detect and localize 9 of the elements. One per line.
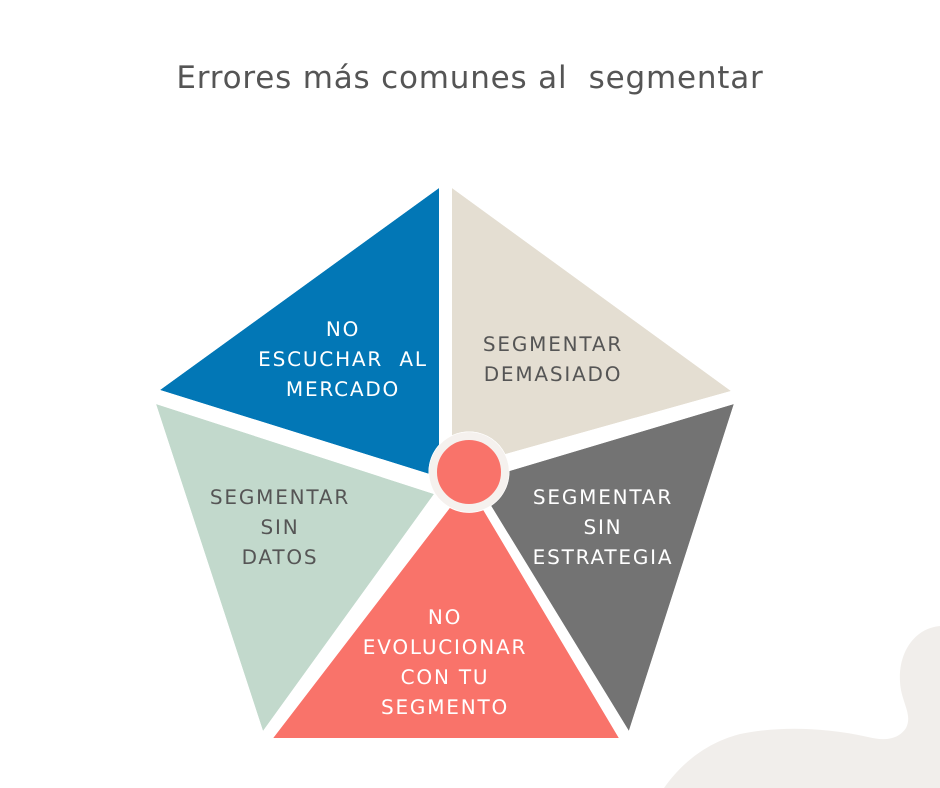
- segment-label: NO ESCUCHAR AL MERCADO: [258, 316, 428, 403]
- center-circle: [429, 432, 509, 512]
- segment-label: SEGMENTAR SIN ESTRATEGIA: [532, 484, 674, 571]
- diagram-title: Errores más comunes al segmentar: [176, 60, 764, 96]
- pentagon-segment: [452, 188, 731, 454]
- segment-label: NO EVOLUCIONAR CON TU SEGMENTO: [362, 604, 528, 721]
- segment-label: SEGMENTAR SIN DATOS: [210, 484, 350, 571]
- pentagon-segment: [160, 188, 439, 474]
- segment-label: SEGMENTAR DEMASIADO: [482, 331, 624, 388]
